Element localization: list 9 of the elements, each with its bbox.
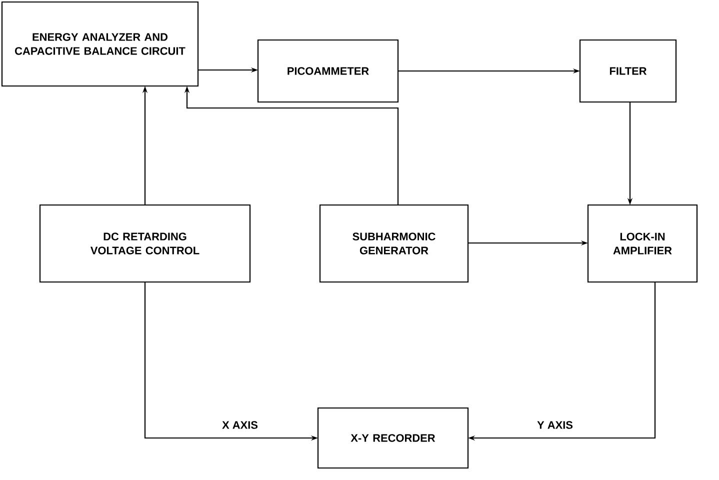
edge-label: Y AXIS — [536, 420, 574, 430]
block-box: ENERGY ANALYZER AND CAPACITIVE BALANCE CIRCUIT — [1, 1, 199, 87]
block-box: PICOAMMETER — [257, 39, 399, 103]
edge-label: X AXIS — [221, 420, 259, 430]
block-box: X-Y RECORDER — [317, 407, 469, 469]
block-box: FILTER — [579, 39, 677, 103]
block-box: SUBHARMONIC GENERATOR — [319, 204, 469, 283]
block-box: DC RETARDING VOLTAGE CONTROL — [39, 204, 251, 283]
block-box: LOCK-IN AMPLIFIER — [587, 204, 698, 283]
